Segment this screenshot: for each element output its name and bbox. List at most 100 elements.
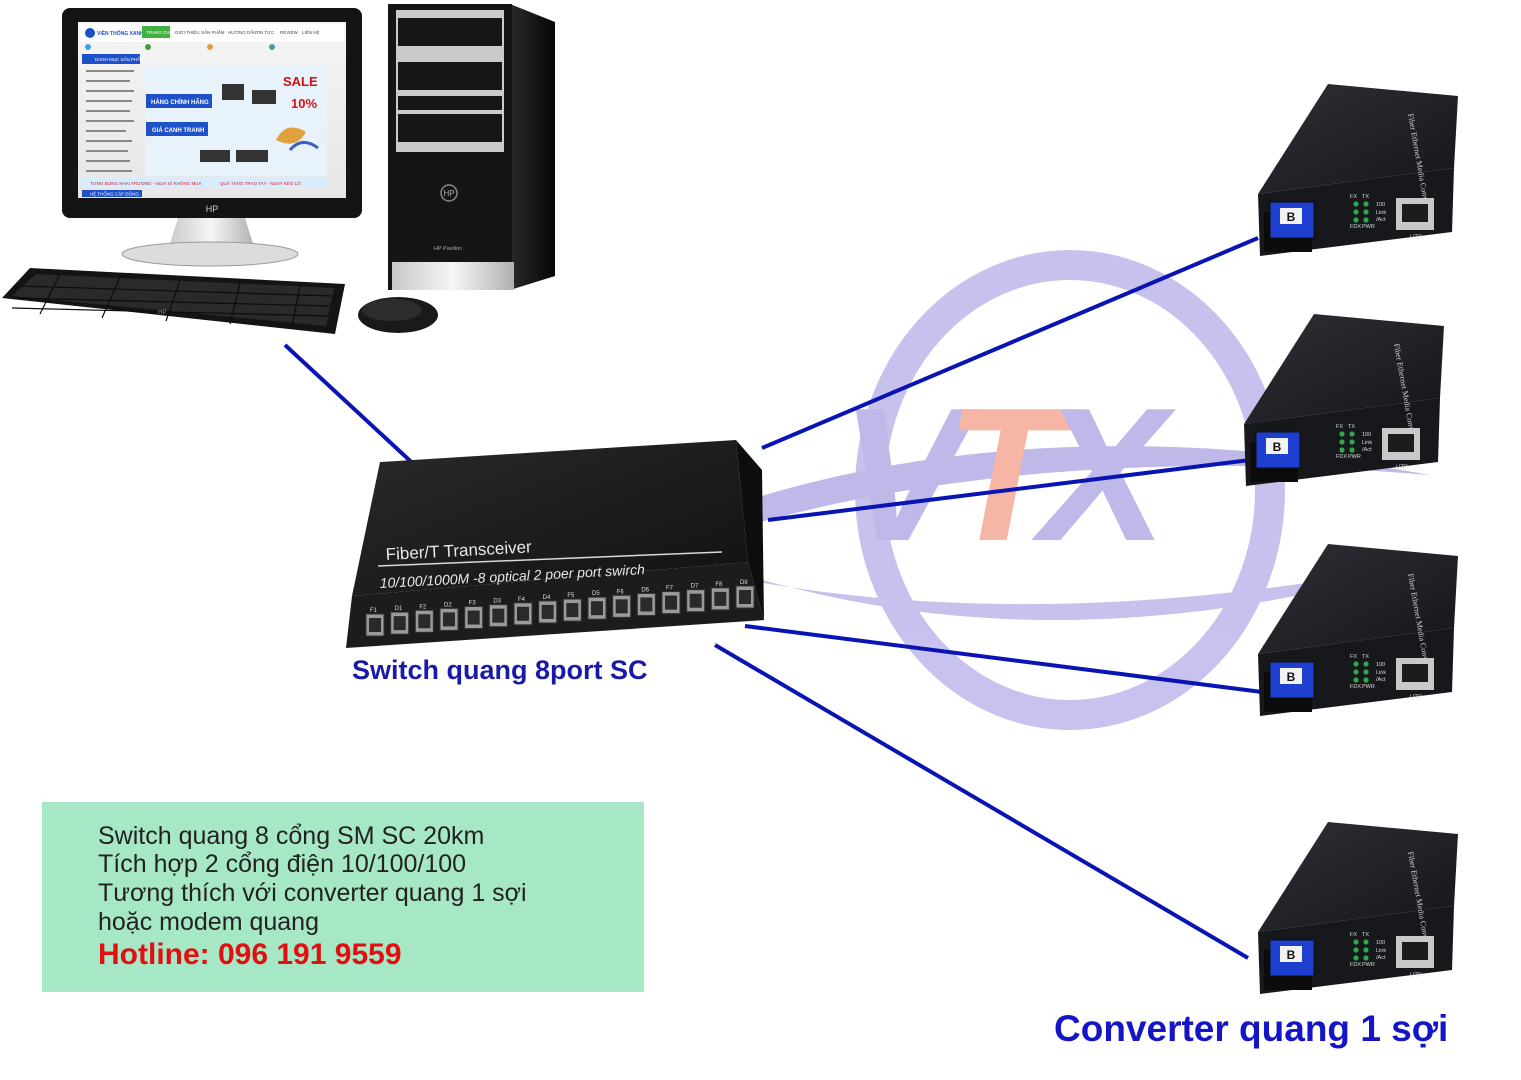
converter-led-label: /Act <box>1376 955 1386 961</box>
converter-rj45-socket <box>1388 434 1414 452</box>
monitor-base-icon <box>121 241 299 267</box>
nav-item-products[interactable]: SẢN PHẨM <box>201 29 225 35</box>
watermark-x-letter: X <box>1031 369 1177 581</box>
converter-led-label: TX <box>1362 654 1369 660</box>
converter-led-label: PWR <box>1348 454 1361 460</box>
converter-led-label: FX <box>1336 424 1343 430</box>
converter-led-icon <box>1353 217 1359 223</box>
switch-port-f2: F2 <box>414 604 434 633</box>
hotline-text: Hotline: 096 191 9559 <box>98 938 402 971</box>
nav-item-contact[interactable]: LIÊN HỆ <box>302 28 320 35</box>
info-line-3: Tương thích với converter quang 1 sợi <box>98 879 527 907</box>
converter-led-icon <box>1339 431 1345 437</box>
watermark-swoosh-lower-icon <box>700 560 1440 620</box>
site-logo-text: VIỄN THÔNG XANH <box>97 29 144 37</box>
converter-led-label: PWR <box>1362 962 1375 968</box>
info-line-1: Switch quang 8 cổng SM SC 20km <box>98 822 485 850</box>
converter-rj45-socket <box>1402 204 1428 222</box>
monitor-brand-logo: HP <box>206 204 219 214</box>
site-ticker-left: TƯNG BỪNG KHAI TRƯƠNG - NGẠI GÌ KHÔNG MU… <box>90 180 202 186</box>
site-banner-devices-icon <box>200 84 319 162</box>
converter-led-icon <box>1363 939 1369 945</box>
converter-utp-label: UTP <box>1410 695 1422 701</box>
converter-top-face <box>1258 822 1458 932</box>
fiber-cables <box>283 236 1263 960</box>
converter-led-icon <box>1363 661 1369 667</box>
converter-led-icon <box>1339 447 1345 453</box>
converter-led-label: TX <box>1348 424 1355 430</box>
nav-item-review[interactable]: REVIEW <box>280 30 299 35</box>
converter-rj45-socket <box>1402 664 1428 682</box>
switch-port-label: F4 <box>518 597 526 603</box>
site-ticker-right: QUÀ TẶNG TRAO TAY - NGAY KÉO LỜ <box>220 180 301 186</box>
converter-utp-label: UTP <box>1396 465 1408 471</box>
converter-led-icon <box>1363 201 1369 207</box>
nav-item-home[interactable]: TRANG CHỦ <box>146 29 173 35</box>
converter-led-icon <box>1349 447 1355 453</box>
switch-port-f4: F4 <box>513 597 533 626</box>
converter-led-label: /Act <box>1376 677 1386 683</box>
converter-led-label: TX <box>1362 932 1369 938</box>
converter-led-icon <box>1353 669 1359 675</box>
converter-led-icon <box>1353 677 1359 683</box>
nav-item-about[interactable]: GIỚI THIỆU <box>175 28 200 35</box>
switch-port-label: D7 <box>691 584 699 590</box>
switch-port-label: D6 <box>641 587 649 593</box>
converter-led-label: Link <box>1376 670 1386 676</box>
converter-led-icon <box>1363 217 1369 223</box>
switch-port-d3: D3 <box>488 599 508 628</box>
switch-port-label: D1 <box>395 606 403 612</box>
cable-switch-to-converter-3 <box>744 624 1263 694</box>
converter-top-face <box>1258 544 1458 654</box>
nav-item-guide[interactable]: HƯỚNG DẪN <box>228 29 256 35</box>
cable-switch-to-converter-4 <box>713 643 1250 960</box>
converter-led-label: FX <box>1350 932 1357 938</box>
converter-led-label: Link <box>1376 210 1386 216</box>
converter-led-icon <box>1353 939 1359 945</box>
converter-led-label: TX <box>1362 194 1369 200</box>
switch-port-d7: D7 <box>686 584 706 613</box>
switch-port-label: F1 <box>370 608 378 614</box>
converter-led-icon <box>1363 669 1369 675</box>
switch-port-label: F5 <box>567 593 575 599</box>
converter-top-face <box>1258 84 1458 194</box>
switch-port-d1: D1 <box>390 606 410 635</box>
converter-led-label: FX <box>1350 194 1357 200</box>
site-banner-price: GIÁ CẠNH TRANH <box>152 127 204 134</box>
converter-led-label: PWR <box>1362 224 1375 230</box>
info-line-4: hoặc modem quang <box>98 908 319 936</box>
converter-port-badge <box>1280 208 1302 224</box>
switch-port-f5: F5 <box>562 593 582 622</box>
switch-port-f8: F8 <box>710 582 730 611</box>
switch-port-label: D8 <box>740 580 748 586</box>
switch-port-label: F2 <box>419 604 427 610</box>
mouse-icon <box>358 297 438 333</box>
site-sale-badge: SALE <box>283 74 318 89</box>
cable-switch-to-converter-2 <box>767 458 1251 522</box>
converter-led-icon <box>1349 439 1355 445</box>
converter-led-label: FDX <box>1350 224 1361 230</box>
converter-led-icon <box>1353 947 1359 953</box>
cable-pc-to-switch <box>283 343 422 472</box>
switch-port-f7: F7 <box>661 586 681 615</box>
cable-switch-to-converter-1 <box>761 236 1259 450</box>
converter-utp-label: UTP <box>1410 235 1422 241</box>
site-sidebar-title: DANH MỤC SẢN PHẨM <box>95 56 144 62</box>
converter-led-icon <box>1353 661 1359 667</box>
site-footer-title: HỆ THỐNG CẤP ĐỒNG <box>90 190 139 197</box>
switch-port-label: D4 <box>543 595 551 601</box>
converter-led-label: FX <box>1350 654 1357 660</box>
converter-port-letter: B <box>1273 440 1282 454</box>
site-feature-strip <box>85 44 275 50</box>
converter-led-label: Link <box>1376 948 1386 954</box>
converter-led-label: 100 <box>1376 662 1385 668</box>
converter-port-letter: B <box>1287 948 1296 962</box>
switch-side-face <box>736 440 764 620</box>
converter-led-icon <box>1353 955 1359 961</box>
nav-item-news[interactable]: TIN TỨC <box>256 29 275 35</box>
converter-led-label: FDX <box>1350 684 1361 690</box>
